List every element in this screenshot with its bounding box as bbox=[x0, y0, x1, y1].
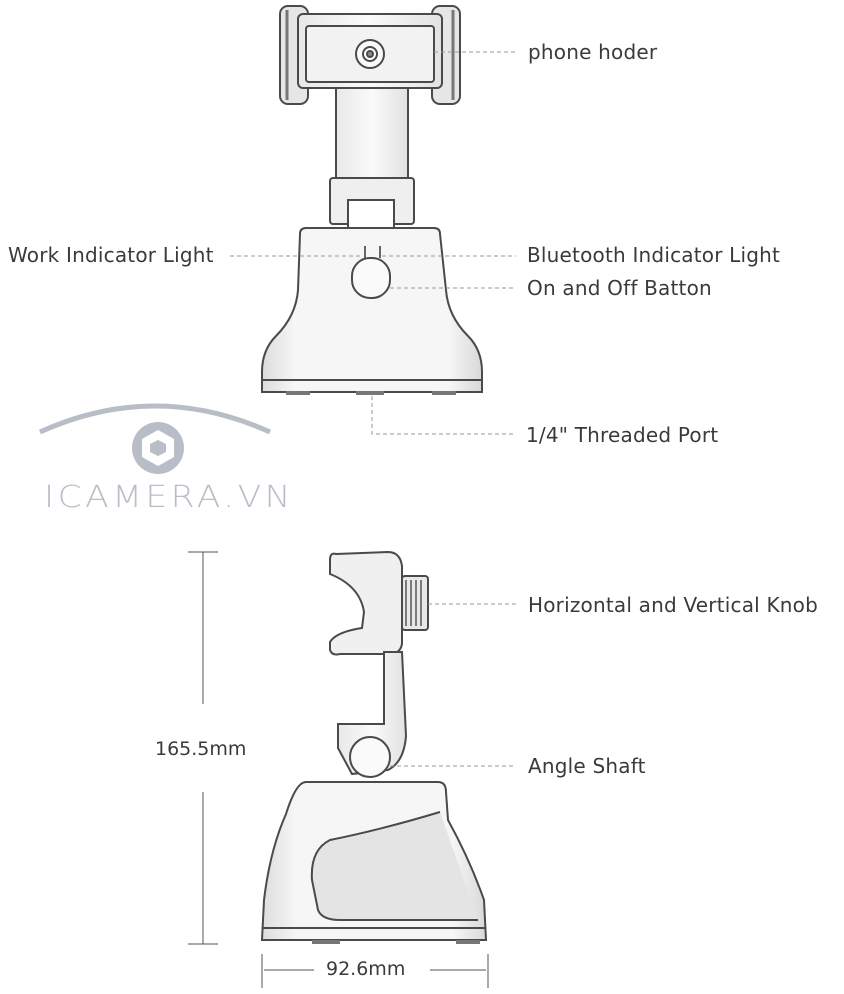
side-leader-lines bbox=[390, 603, 516, 767]
label-on-off-button: On and Off Batton bbox=[527, 276, 712, 300]
dimension-lines bbox=[188, 551, 489, 988]
label-knob: Horizontal and Vertical Knob bbox=[528, 593, 819, 617]
side-view bbox=[260, 550, 488, 944]
side-angle-shaft bbox=[349, 736, 391, 778]
phone-holder bbox=[279, 5, 461, 105]
label-angle-shaft: Angle Shaft bbox=[528, 754, 646, 778]
front-base bbox=[261, 227, 483, 395]
label-threaded-port: 1/4" Threaded Port bbox=[526, 423, 719, 447]
label-work-indicator: Work Indicator Light bbox=[8, 243, 214, 267]
front-view bbox=[261, 5, 483, 395]
dimension-height: 165.5mm bbox=[155, 738, 247, 760]
watermark-logo bbox=[38, 403, 272, 474]
dimension-width: 92.6mm bbox=[326, 958, 406, 980]
watermark-text: ICAMERA.VN bbox=[44, 480, 294, 515]
front-leader-lines bbox=[230, 51, 516, 435]
vertical-arm bbox=[329, 87, 415, 229]
label-phone-holder: phone hoder bbox=[528, 40, 658, 64]
label-bluetooth-indicator: Bluetooth Indicator Light bbox=[527, 243, 781, 267]
side-clamp bbox=[329, 550, 403, 656]
